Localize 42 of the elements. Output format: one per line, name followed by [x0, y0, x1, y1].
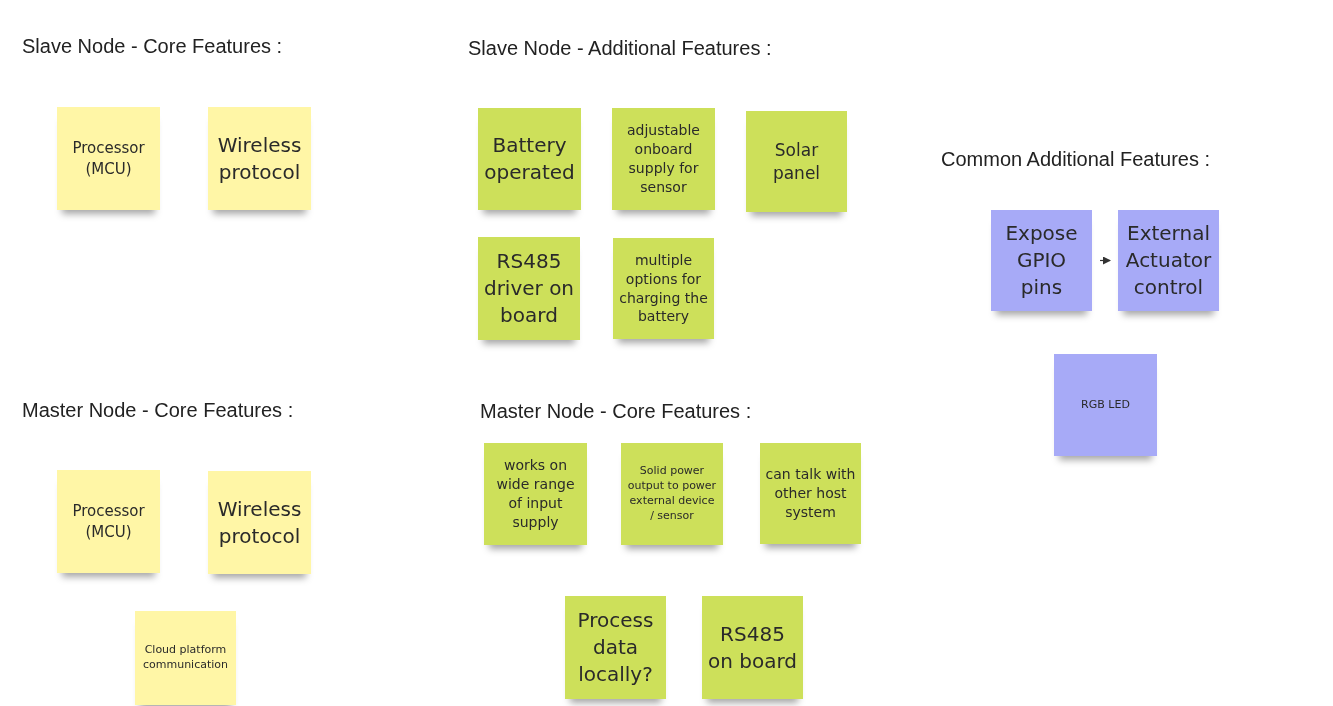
note-text: External Actuator control	[1124, 220, 1213, 301]
sticky-note	[484, 443, 587, 545]
section-heading: Master Node - Core Features :	[480, 400, 752, 423]
sticky-note	[702, 596, 803, 699]
section-heading: Common Additional Features :	[941, 148, 1211, 171]
note-text: Expose GPIO pins	[1004, 220, 1079, 301]
note-text: multiple options for charging the battery	[618, 250, 709, 327]
sticky-note	[135, 611, 236, 705]
sticky-note	[760, 443, 861, 544]
sticky-note	[57, 470, 160, 573]
sticky-note	[478, 108, 581, 210]
sticky-note	[208, 471, 311, 574]
arrow	[1099, 256, 1111, 265]
sticky-note	[613, 238, 714, 339]
note-text: Solid power output to power external device / sensor	[626, 464, 718, 524]
section-heading: Slave Node - Core Features :	[22, 35, 283, 58]
note-text: can talk with other host system	[765, 465, 856, 522]
note-text: Solar panel	[771, 138, 822, 185]
note-text: Process data locally?	[576, 607, 655, 688]
note-text: Battery operated	[483, 132, 576, 186]
note-text: Processor (MCU)	[71, 138, 146, 179]
note-text: RGB LED	[1081, 397, 1130, 413]
sticky-note	[478, 237, 580, 340]
sticky-note	[991, 210, 1092, 311]
sticky-note	[1118, 210, 1219, 311]
note-text: Processor (MCU)	[71, 501, 146, 542]
sticky-note	[612, 108, 715, 210]
note-text: works on wide range of input supply	[495, 456, 576, 532]
note-text: Wireless protocol	[216, 495, 303, 550]
section-heading: Master Node - Core Features :	[22, 399, 294, 422]
note-text: adjustable onboard supply for sensor	[626, 121, 701, 197]
note-text: RS485 driver on board	[482, 248, 576, 329]
sticky-note	[1054, 354, 1157, 456]
note-text: RS485 on board	[707, 620, 798, 675]
sticky-note	[565, 596, 666, 699]
sticky-note	[208, 107, 311, 210]
section-heading: Slave Node - Additional Features :	[468, 37, 772, 60]
sticky-note	[57, 107, 160, 210]
note-text: Cloud platform communication	[141, 643, 230, 673]
sticky-note	[746, 111, 847, 212]
sticky-note	[621, 443, 723, 545]
note-text: Wireless protocol	[216, 131, 303, 186]
